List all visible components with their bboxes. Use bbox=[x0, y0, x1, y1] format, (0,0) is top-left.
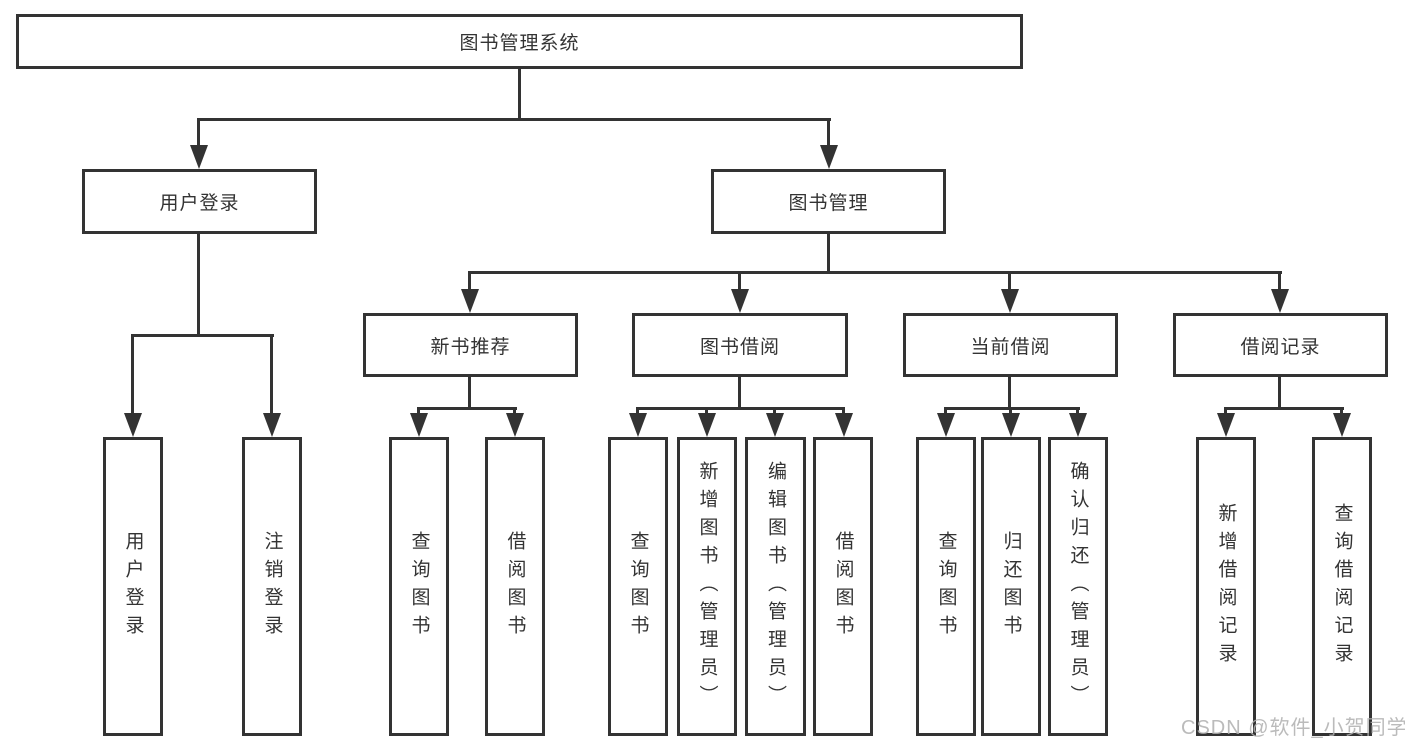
node-label: 查询图书 bbox=[935, 530, 957, 643]
leaf-add-book-admin: 新增图书（管理员） bbox=[677, 437, 737, 736]
leaf-edit-book-admin: 编辑图书（管理员） bbox=[745, 437, 806, 736]
node-label: 查询借阅记录 bbox=[1331, 502, 1353, 671]
leaf-user-login: 用户登录 bbox=[103, 437, 163, 736]
leaf-query-books-current: 查询图书 bbox=[916, 437, 976, 736]
leaf-query-books-borrow: 查询图书 bbox=[608, 437, 668, 736]
node-label: 归还图书 bbox=[1000, 530, 1022, 643]
connector-line bbox=[1224, 408, 1227, 416]
node-label: 图书借阅 bbox=[699, 336, 780, 358]
connector-line bbox=[827, 233, 830, 274]
node-label: 图书管理 bbox=[788, 193, 869, 214]
leaf-return-book: 归还图书 bbox=[981, 437, 1041, 736]
arrowhead-icon bbox=[1271, 289, 1289, 313]
connector-line bbox=[131, 335, 134, 415]
arrowhead-icon bbox=[410, 413, 428, 437]
node-label: 图书管理系统 bbox=[459, 33, 580, 54]
node-library-system: 图书管理系统 bbox=[16, 14, 1023, 69]
node-label: 编辑图书（管理员） bbox=[765, 460, 786, 713]
node-current-borrow: 当前借阅 bbox=[903, 313, 1118, 377]
connector-line bbox=[944, 407, 1080, 410]
node-label: 新增借阅记录 bbox=[1215, 502, 1237, 671]
leaf-add-borrow-record: 新增借阅记录 bbox=[1196, 437, 1256, 736]
leaf-borrow-books: 借阅图书 bbox=[813, 437, 873, 736]
watermark: CSDN @软件_小贺同学 bbox=[1181, 717, 1405, 739]
node-label: 借阅记录 bbox=[1240, 336, 1321, 358]
arrowhead-icon bbox=[766, 413, 784, 437]
connector-line bbox=[842, 408, 845, 416]
connector-line bbox=[705, 408, 708, 416]
node-label: 借阅图书 bbox=[832, 530, 854, 643]
connector-line bbox=[513, 408, 516, 416]
node-label: 注销登录 bbox=[261, 530, 283, 643]
node-label: 新书推荐 bbox=[430, 336, 511, 358]
arrowhead-icon bbox=[263, 413, 281, 437]
connector-line bbox=[1076, 408, 1079, 416]
connector-line bbox=[636, 408, 639, 416]
node-label: 借阅图书 bbox=[504, 530, 526, 643]
arrowhead-icon bbox=[937, 413, 955, 437]
arrowhead-icon bbox=[835, 413, 853, 437]
connector-line bbox=[417, 408, 420, 416]
arrowhead-icon bbox=[820, 145, 838, 169]
node-label: 确认归还（管理员） bbox=[1067, 460, 1089, 713]
connector-line bbox=[468, 271, 1282, 274]
connector-line bbox=[197, 233, 200, 336]
leaf-confirm-return-admin: 确认归还（管理员） bbox=[1048, 437, 1108, 736]
node-label: 当前借阅 bbox=[970, 336, 1051, 358]
node-new-book-recommend: 新书推荐 bbox=[363, 313, 578, 377]
node-label: 查询图书 bbox=[408, 530, 430, 643]
arrowhead-icon bbox=[1217, 413, 1235, 437]
connector-line bbox=[827, 119, 830, 147]
arrowhead-icon bbox=[1333, 413, 1351, 437]
connector-line bbox=[1278, 377, 1281, 410]
connector-line bbox=[197, 119, 200, 147]
node-label: 新增图书（管理员） bbox=[696, 460, 718, 713]
arrowhead-icon bbox=[506, 413, 524, 437]
connector-line bbox=[738, 377, 741, 410]
leaf-query-books-recommend: 查询图书 bbox=[389, 437, 449, 736]
connector-line bbox=[944, 408, 947, 416]
arrowhead-icon bbox=[461, 289, 479, 313]
connector-line bbox=[1008, 377, 1011, 410]
leaf-query-borrow-record: 查询借阅记录 bbox=[1312, 437, 1372, 736]
connector-line bbox=[1008, 272, 1011, 292]
node-label: 查询图书 bbox=[627, 530, 649, 643]
connector-line bbox=[270, 335, 273, 415]
connector-line bbox=[417, 407, 517, 410]
leaf-logout: 注销登录 bbox=[242, 437, 302, 736]
node-book-borrow: 图书借阅 bbox=[632, 313, 848, 377]
connector-line bbox=[636, 407, 845, 410]
connector-line bbox=[1340, 408, 1343, 416]
connector-line bbox=[197, 118, 831, 121]
connector-line bbox=[773, 408, 776, 416]
connector-line bbox=[131, 334, 274, 337]
arrowhead-icon bbox=[1069, 413, 1087, 437]
arrowhead-icon bbox=[124, 413, 142, 437]
arrowhead-icon bbox=[190, 145, 208, 169]
connector-line bbox=[738, 272, 741, 292]
node-borrow-record: 借阅记录 bbox=[1173, 313, 1388, 377]
node-book-management: 图书管理 bbox=[711, 169, 946, 234]
arrowhead-icon bbox=[629, 413, 647, 437]
connector-line bbox=[1278, 272, 1281, 292]
connector-line bbox=[468, 377, 471, 410]
node-user-login: 用户登录 bbox=[82, 169, 317, 234]
leaf-borrow-books-recommend: 借阅图书 bbox=[485, 437, 545, 736]
arrowhead-icon bbox=[731, 289, 749, 313]
arrowhead-icon bbox=[698, 413, 716, 437]
connector-line bbox=[468, 272, 471, 292]
connector-line bbox=[518, 68, 521, 120]
connector-line bbox=[1224, 407, 1344, 410]
arrowhead-icon bbox=[1002, 413, 1020, 437]
arrowhead-icon bbox=[1001, 289, 1019, 313]
node-label: 用户登录 bbox=[122, 530, 144, 643]
connector-line bbox=[1009, 408, 1012, 416]
node-label: 用户登录 bbox=[159, 193, 240, 214]
